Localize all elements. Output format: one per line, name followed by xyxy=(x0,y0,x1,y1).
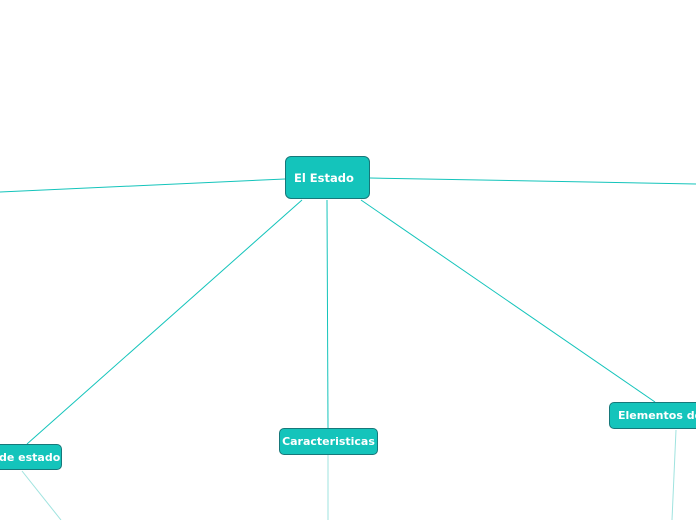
link-elementos-child xyxy=(671,429,677,520)
node-label: Elementos del xyxy=(618,409,696,422)
root-node-el-estado[interactable]: El Estado xyxy=(285,156,370,199)
root-node-label: El Estado xyxy=(294,170,354,185)
link-de-estado-child xyxy=(21,470,62,520)
node-label: Caracteristicas xyxy=(282,435,375,448)
node-caracteristicas[interactable]: Caracteristicas xyxy=(279,428,378,455)
link-root-elementos xyxy=(360,199,656,403)
link-root-caracteristicas xyxy=(326,199,329,429)
node-elementos-del[interactable]: Elementos del xyxy=(609,402,696,429)
node-de-estado[interactable]: de estado xyxy=(0,444,62,470)
link-root-left-offscreen xyxy=(0,178,286,193)
link-root-de-estado xyxy=(26,199,303,445)
link-root-right-offscreen xyxy=(369,177,696,185)
node-label: de estado xyxy=(0,450,61,464)
